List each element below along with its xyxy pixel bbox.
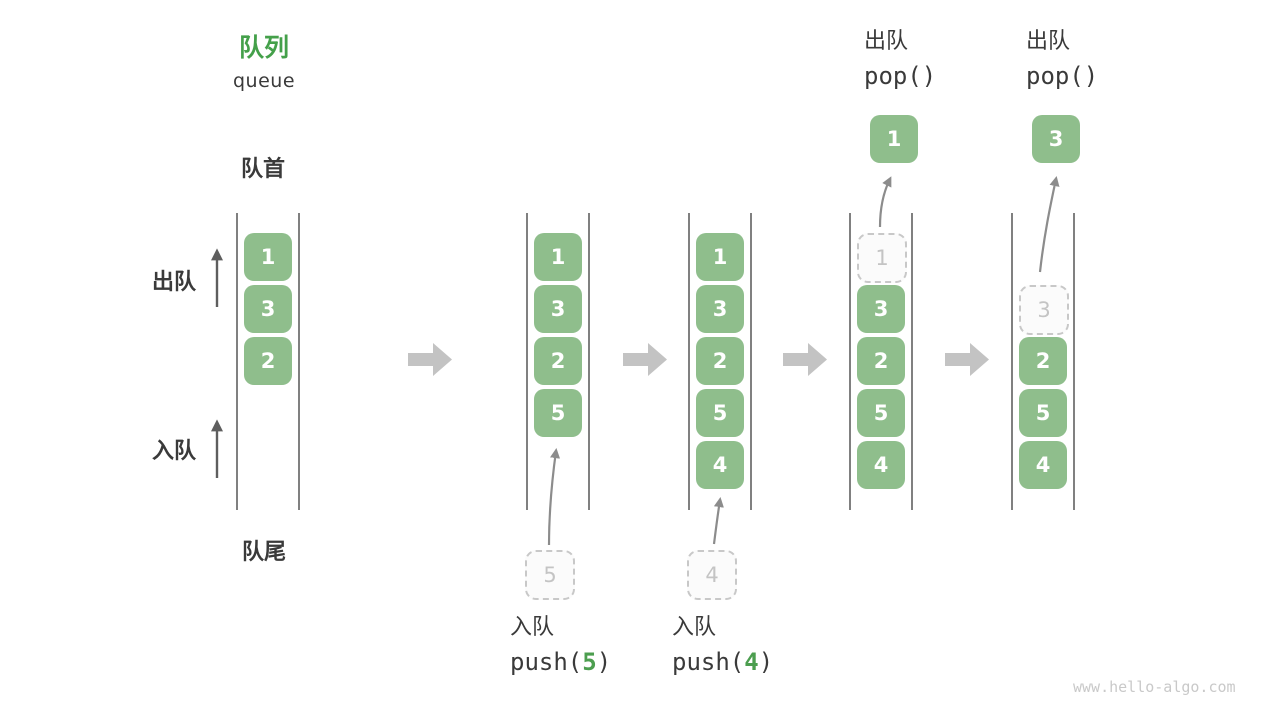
pop-code: pop()	[1026, 62, 1099, 90]
push-code-text: push(	[672, 648, 745, 676]
queue-subtitle: queue	[233, 70, 296, 92]
push-code: push(5)	[510, 650, 611, 674]
dequeue-caption: 出队 pop()	[864, 29, 937, 90]
dequeue-caption-label: 出队	[864, 29, 909, 54]
push-arg-value: 5	[582, 648, 597, 676]
dequeue-path-arrow-icon	[1038, 176, 1060, 273]
queue-box: 3	[696, 285, 744, 333]
queue-box: 3	[244, 285, 292, 333]
queue-box: 3	[857, 285, 905, 333]
queue-box: 1	[534, 233, 582, 281]
queue-box: 2	[534, 337, 582, 385]
enqueue-side-label: 入队	[152, 439, 197, 464]
push-code-text: push(	[510, 648, 583, 676]
queue-box: 4	[857, 441, 905, 489]
queue-box: 3	[534, 285, 582, 333]
outgoing-value-box: 3	[1032, 115, 1080, 163]
dequeue-path-arrow-icon	[878, 176, 892, 228]
queue-box: 2	[857, 337, 905, 385]
queue-box: 2	[696, 337, 744, 385]
queue-box: 5	[534, 389, 582, 437]
queue-box: 5	[1019, 389, 1067, 437]
queue-box: 4	[1019, 441, 1067, 489]
outgoing-value-box: 1	[870, 115, 918, 163]
incoming-value-box: 5	[525, 550, 575, 600]
queue-box: 5	[857, 389, 905, 437]
enqueue-caption-label: 入队	[510, 615, 555, 640]
enqueue-path-arrow-icon	[712, 496, 724, 545]
queue-box: 2	[244, 337, 292, 385]
dequeue-caption: 出队 pop()	[1026, 29, 1099, 90]
queue-box: 4	[696, 441, 744, 489]
queue-box: 2	[1019, 337, 1067, 385]
flow-arrow-icon	[783, 343, 827, 376]
dashed-placeholder-box: 1	[857, 233, 907, 283]
push-code-text: )	[596, 648, 612, 676]
dashed-placeholder-box: 3	[1019, 285, 1069, 335]
flow-arrow-icon	[945, 343, 989, 376]
push-code-text: )	[758, 648, 774, 676]
enqueue-path-arrow-icon	[547, 447, 561, 546]
queue-title: 队列	[239, 33, 290, 62]
dequeue-caption-label: 出队	[1026, 29, 1071, 54]
enqueue-caption: 入队 push(5)	[510, 615, 611, 675]
enqueue-caption: 入队 push(4)	[672, 615, 773, 675]
push-code: push(4)	[672, 650, 773, 674]
front-label: 队首	[241, 157, 286, 182]
enqueue-caption-label: 入队	[672, 615, 717, 640]
queue-box: 1	[244, 233, 292, 281]
pop-code: pop()	[864, 62, 937, 90]
dequeue-side-label: 出队	[152, 270, 197, 295]
watermark: www.hello-algo.com	[1073, 678, 1236, 696]
queue-box: 5	[696, 389, 744, 437]
flow-arrow-icon	[408, 343, 452, 376]
incoming-value-box: 4	[687, 550, 737, 600]
flow-arrow-icon	[623, 343, 667, 376]
rear-label: 队尾	[242, 540, 287, 565]
push-arg-value: 4	[744, 648, 759, 676]
queue-box: 1	[696, 233, 744, 281]
